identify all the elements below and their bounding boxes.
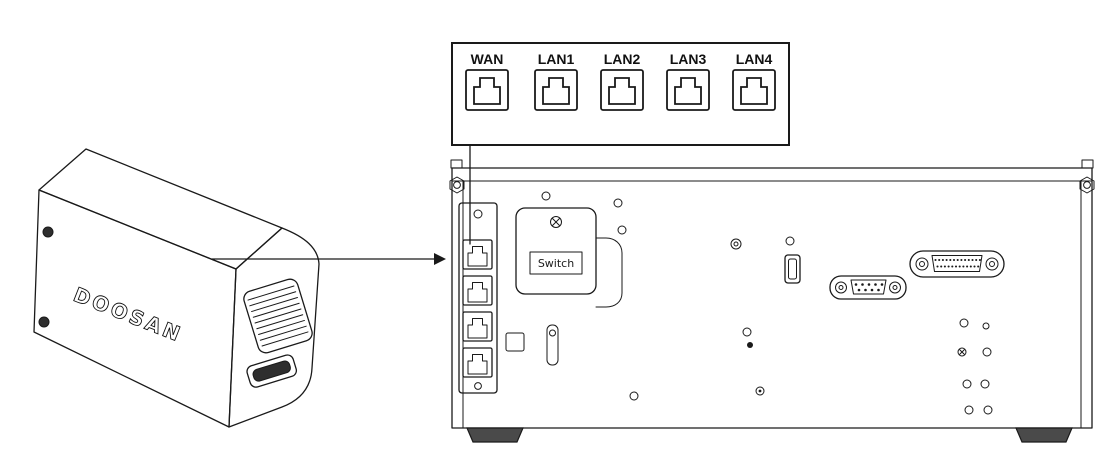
port-group-lan1: LAN1 xyxy=(525,51,588,112)
panel-body xyxy=(451,167,1093,429)
mount-ear xyxy=(1081,159,1094,169)
rj45-port-icon xyxy=(465,69,509,111)
rj45-port-wan xyxy=(462,239,493,270)
port-group-lan2: LAN2 xyxy=(591,51,654,112)
panel-foot xyxy=(1015,427,1073,443)
rear-panel: Switch xyxy=(449,159,1095,443)
port-label: LAN3 xyxy=(669,51,707,67)
ethernet-port-strip xyxy=(458,202,498,394)
screw-hole xyxy=(747,342,753,348)
device-screw-hole xyxy=(42,226,54,238)
screw-hole xyxy=(962,379,972,389)
switch-plate-tab xyxy=(595,237,623,308)
small-cutout xyxy=(505,332,525,352)
hex-bolt xyxy=(1079,176,1095,194)
port-group-lan3: LAN3 xyxy=(657,51,720,112)
device-screw-hole xyxy=(38,316,50,328)
switch-label: Switch xyxy=(538,257,574,270)
device-right-face xyxy=(228,227,320,428)
doosan-logo: DOOSAN xyxy=(70,282,186,347)
device-top-face xyxy=(38,148,283,270)
screw-hole xyxy=(785,236,795,246)
port-group-wan: WAN xyxy=(456,51,519,112)
screw-hole xyxy=(982,347,992,357)
db25-connector xyxy=(909,250,1005,278)
rj45-port-icon xyxy=(732,69,776,111)
port-label: LAN2 xyxy=(603,51,641,67)
screw-hole xyxy=(755,386,765,396)
mount-ear xyxy=(450,159,463,169)
screw-hole xyxy=(730,238,742,250)
screw-hole xyxy=(474,382,482,390)
screw-hole xyxy=(983,405,993,415)
screw-hole xyxy=(617,225,627,235)
rj45-port-icon xyxy=(666,69,710,111)
pointer-arrow xyxy=(211,253,446,265)
screw-hole xyxy=(982,322,990,330)
screw-hole xyxy=(629,391,639,401)
rj45-port-lan1 xyxy=(462,275,493,306)
screw-hole xyxy=(980,379,990,389)
screw-hole xyxy=(613,198,623,208)
doosan-controller-device: DOOSAN xyxy=(33,148,320,428)
device-slot xyxy=(246,354,298,388)
switch-label-box xyxy=(529,251,583,275)
hex-bolt xyxy=(449,176,465,194)
port-label: LAN4 xyxy=(735,51,773,67)
screw-hole xyxy=(742,327,752,337)
panel-screws xyxy=(541,191,993,415)
db9-connector xyxy=(829,275,907,300)
rj45-port-icon xyxy=(534,69,578,111)
port-label: WAN xyxy=(470,51,504,67)
rj45-port-lan2 xyxy=(462,311,493,342)
switch-plate: Switch xyxy=(515,207,623,308)
vertical-slot xyxy=(546,324,559,366)
screw-hole xyxy=(541,191,551,201)
video-port xyxy=(784,254,801,284)
port-group-lan4: LAN4 xyxy=(723,51,786,112)
screw-hole xyxy=(964,405,974,415)
screw-hole xyxy=(957,347,967,357)
port-label: LAN1 xyxy=(537,51,575,67)
rj45-port-lan3 xyxy=(462,347,493,378)
vent-grille xyxy=(243,278,313,354)
panel-foot xyxy=(466,427,524,443)
ethernet-ports-callout: WAN LAN1 LAN2 LAN3 xyxy=(451,42,790,146)
screw-hole xyxy=(473,209,483,219)
rj45-port-icon xyxy=(600,69,644,111)
screw-head xyxy=(550,216,562,228)
screw-hole xyxy=(959,318,969,328)
